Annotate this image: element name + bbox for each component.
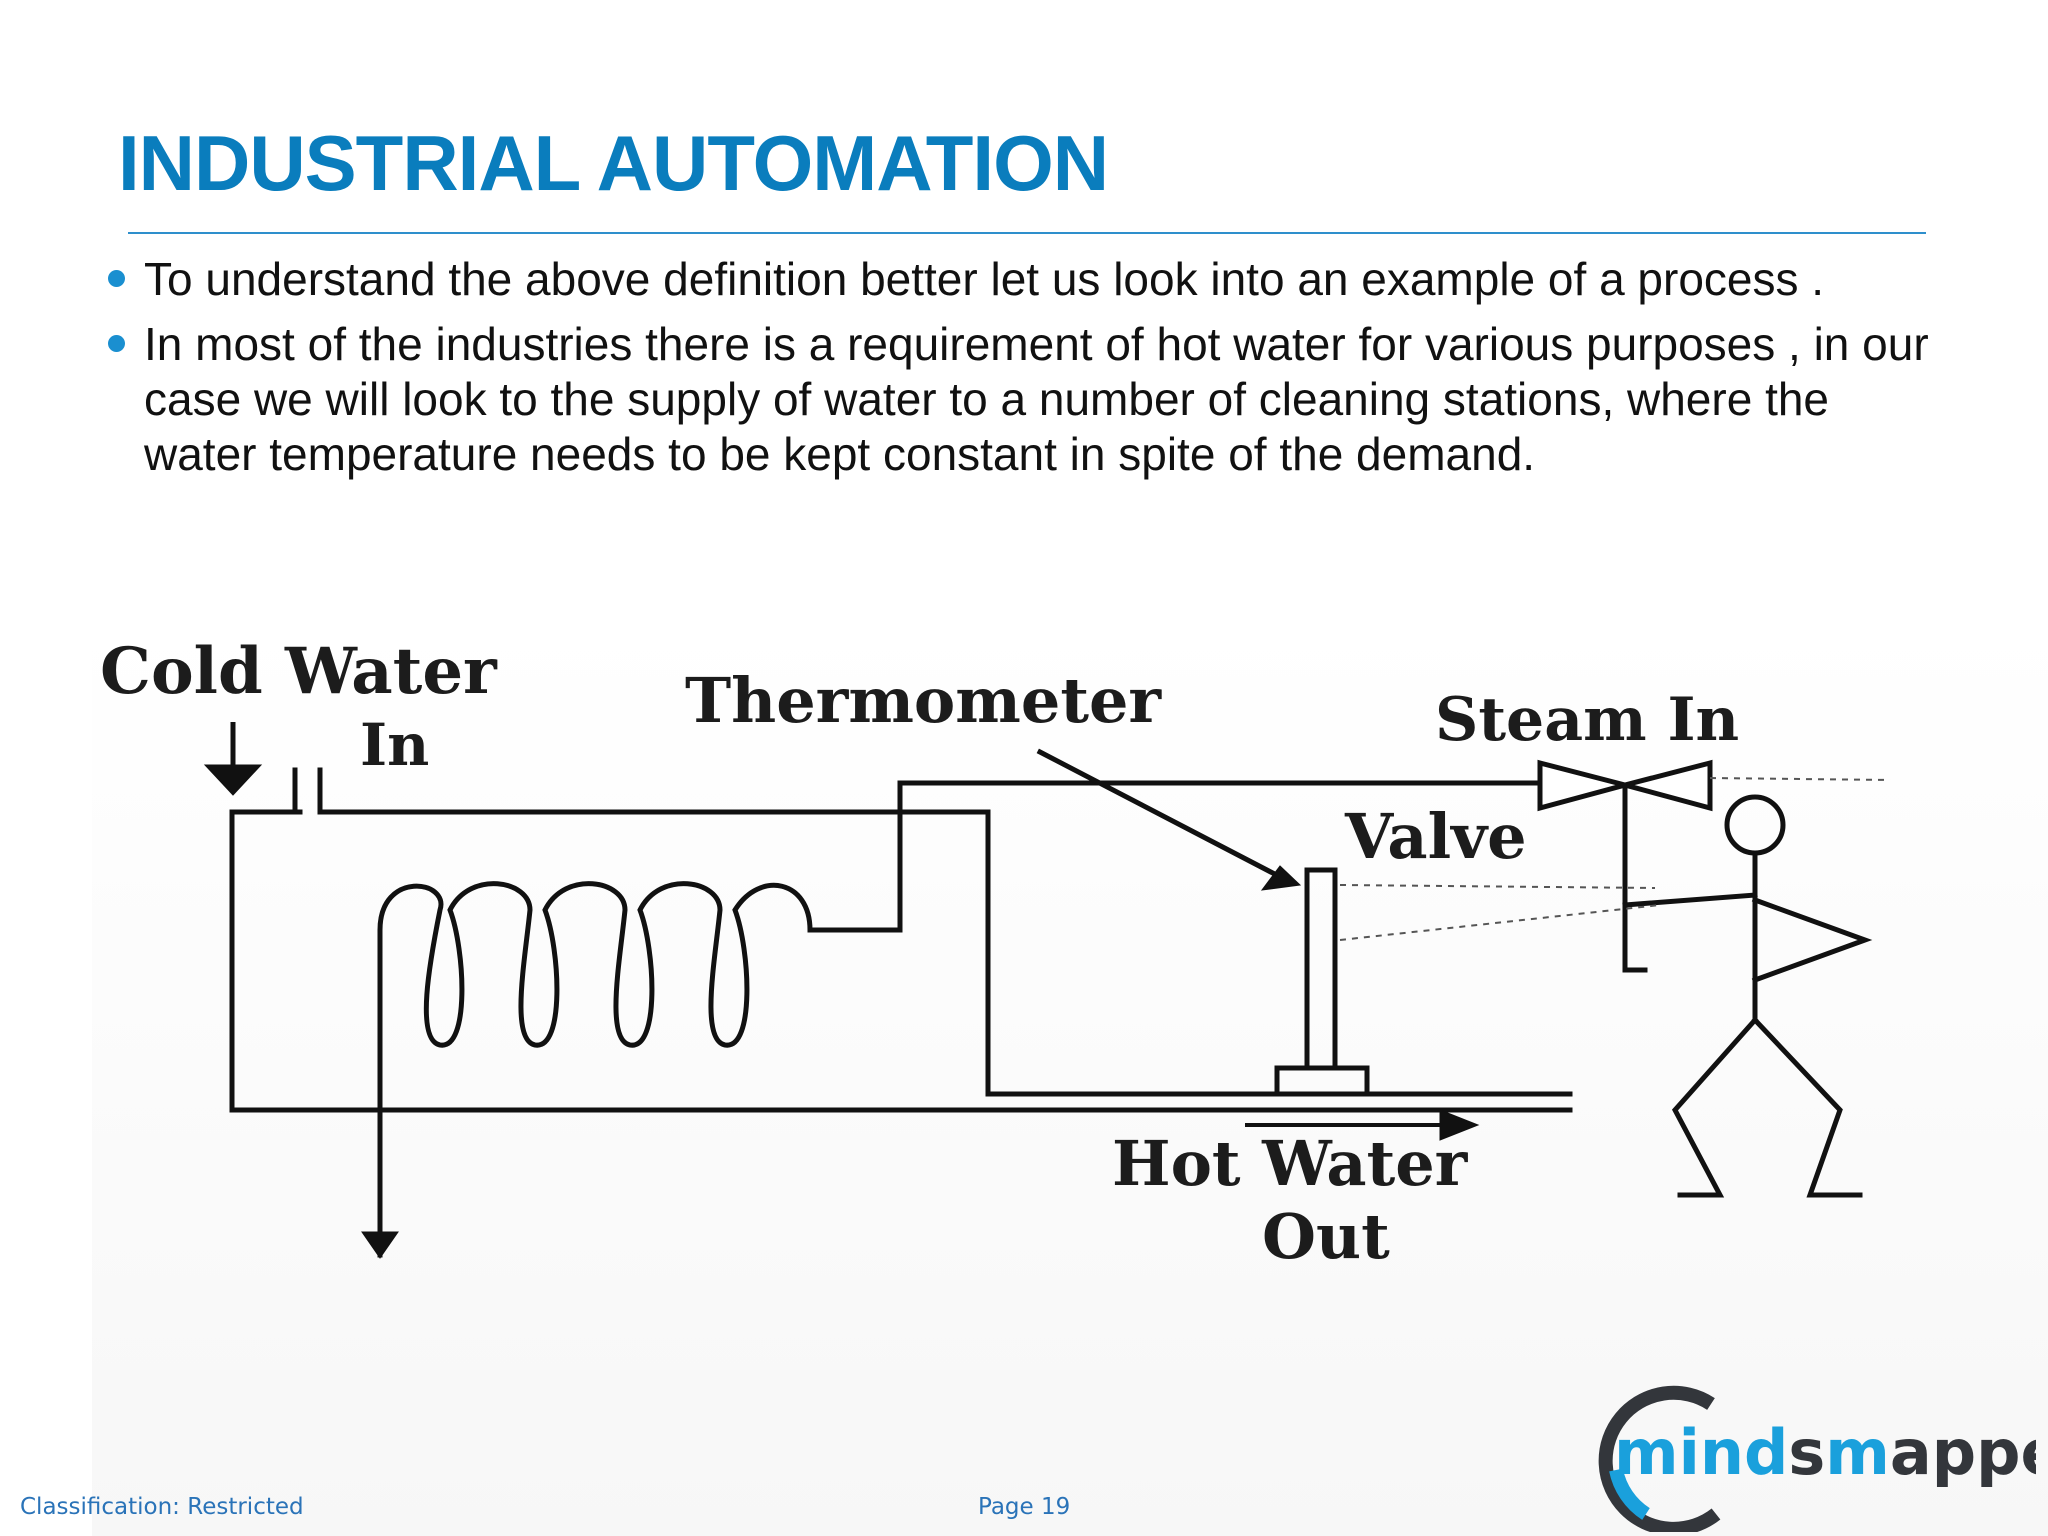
thermometer-stem [1304, 867, 1338, 1071]
thermometer-pointer [1036, 748, 1294, 886]
classification-label: Classification: Restricted [20, 1494, 304, 1520]
valve-icon-right [1615, 759, 1713, 812]
page-number: Page 19 [978, 1494, 1071, 1520]
logo-ring-dark [1598, 1385, 1721, 1532]
bullet-text: To understand the above definition bette… [144, 253, 1825, 305]
bullet-dot-icon [108, 270, 125, 287]
inlet-pipe [292, 767, 323, 815]
label-valve: Valve [1344, 800, 1527, 873]
hot-out-arrow-icon [1439, 1109, 1480, 1141]
heating-coil [377, 881, 815, 1258]
coil-outlet-pipe [809, 780, 1543, 933]
label-out: Out [1262, 1200, 1390, 1273]
signal-line-upper [1339, 884, 1656, 889]
bullet-item: To understand the above definition bette… [108, 252, 1938, 307]
pointer-arrow-icon [1260, 865, 1302, 891]
operator-head [1724, 794, 1786, 856]
label-thermometer: Thermometer [685, 664, 1162, 737]
valve-stem [1622, 787, 1648, 973]
thermometer-base [1274, 1065, 1370, 1097]
operator-body [1622, 850, 1873, 1198]
logo-text-m: m [1825, 1416, 1890, 1489]
svg-text:mindsmapped: mindsmapped [1614, 1416, 2036, 1489]
process-diagram: Cold Water In Thermometer Steam In Valve… [92, 622, 2048, 1536]
drain-arrow-icon [361, 1231, 399, 1259]
logo-ring-accent [1609, 1468, 1651, 1520]
title-divider [128, 232, 1926, 234]
bullet-text: In most of the industries there is a req… [144, 318, 1929, 480]
label-cold-in: In [360, 711, 429, 779]
cold-in-arrow-icon [203, 764, 263, 796]
label-cold-water: Cold Water [100, 634, 498, 709]
bullet-item: In most of the industries there is a req… [108, 317, 1938, 482]
label-steam-in: Steam In [1435, 685, 1739, 755]
label-hot-water: Hot Water [1112, 1127, 1469, 1200]
logo-text-mind: mind [1614, 1416, 1788, 1489]
valve-icon-left [1537, 759, 1635, 812]
bullet-dot-icon [108, 335, 125, 352]
bullet-list: To understand the above definition bette… [108, 252, 1938, 492]
mindsmapped-logo: mindsmapped [1598, 1385, 2036, 1532]
slide-title: INDUSTRIAL AUTOMATION [118, 119, 1109, 207]
steam-line [1709, 777, 1891, 781]
logo-text-apped: apped [1890, 1416, 2036, 1489]
signal-line-lower [1339, 904, 1661, 941]
logo-text-s: s [1788, 1416, 1825, 1489]
